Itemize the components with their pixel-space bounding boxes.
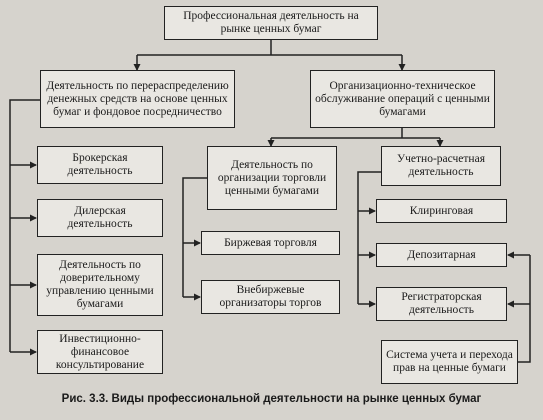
trading-label: Деятельность по организации торговли цен…	[217, 158, 327, 197]
dealer-label: Дилерская деятельность	[67, 205, 133, 230]
registry-system-label: Система учета и перехода прав на ценные …	[386, 349, 513, 374]
root-box: Профессиональная деятельность на рынке ц…	[164, 6, 378, 40]
exchange-trading-label: Биржевая торговля	[224, 236, 317, 249]
left-branch-box: Деятельность по перераспределению денежн…	[40, 70, 235, 128]
trust-management-label: Деятельность по доверительному управлени…	[46, 259, 154, 310]
connector-trading-spine	[182, 177, 207, 297]
connector-left-spine	[9, 99, 40, 352]
trading-box: Деятельность по организации торговли цен…	[207, 146, 337, 210]
connector-settlement-spine	[357, 171, 381, 304]
left-branch-label: Деятельность по перераспределению денежн…	[46, 79, 229, 118]
settlement-label: Учетно-расчетная деятельность	[397, 153, 485, 178]
right-branch-label: Организационно-техническое обслуживание …	[315, 79, 490, 118]
settlement-box: Учетно-расчетная деятельность	[381, 146, 501, 186]
dealer-box: Дилерская деятельность	[37, 199, 163, 237]
registry-system-box: Система учета и перехода прав на ценные …	[381, 340, 518, 384]
depository-box: Депозитарная	[376, 243, 507, 267]
brokerage-box: Брокерская деятельность	[37, 146, 163, 184]
otc-organizers-label: Внебиржевые организаторы торгов	[219, 284, 322, 309]
clearing-label: Клиринговая	[409, 204, 474, 217]
registrar-label: Регистраторская деятельность	[401, 291, 482, 316]
right-branch-box: Организационно-техническое обслуживание …	[310, 70, 495, 128]
connector-registry-spine	[518, 255, 531, 363]
exchange-trading-box: Биржевая торговля	[201, 231, 340, 255]
trust-management-box: Деятельность по доверительному управлени…	[37, 254, 163, 316]
root-label: Профессиональная деятельность на рынке ц…	[183, 10, 359, 35]
registrar-box: Регистраторская деятельность	[376, 287, 507, 321]
consulting-box: Инвестиционно-финансовое консультировани…	[37, 330, 163, 374]
consulting-label: Инвестиционно-финансовое консультировани…	[55, 332, 145, 371]
otc-organizers-box: Внебиржевые организаторы торгов	[201, 280, 340, 314]
clearing-box: Клиринговая	[376, 199, 507, 223]
depository-label: Депозитарная	[407, 248, 476, 261]
figure-caption: Рис. 3.3. Виды профессиональной деятельн…	[61, 393, 482, 405]
brokerage-label: Брокерская деятельность	[67, 152, 133, 177]
